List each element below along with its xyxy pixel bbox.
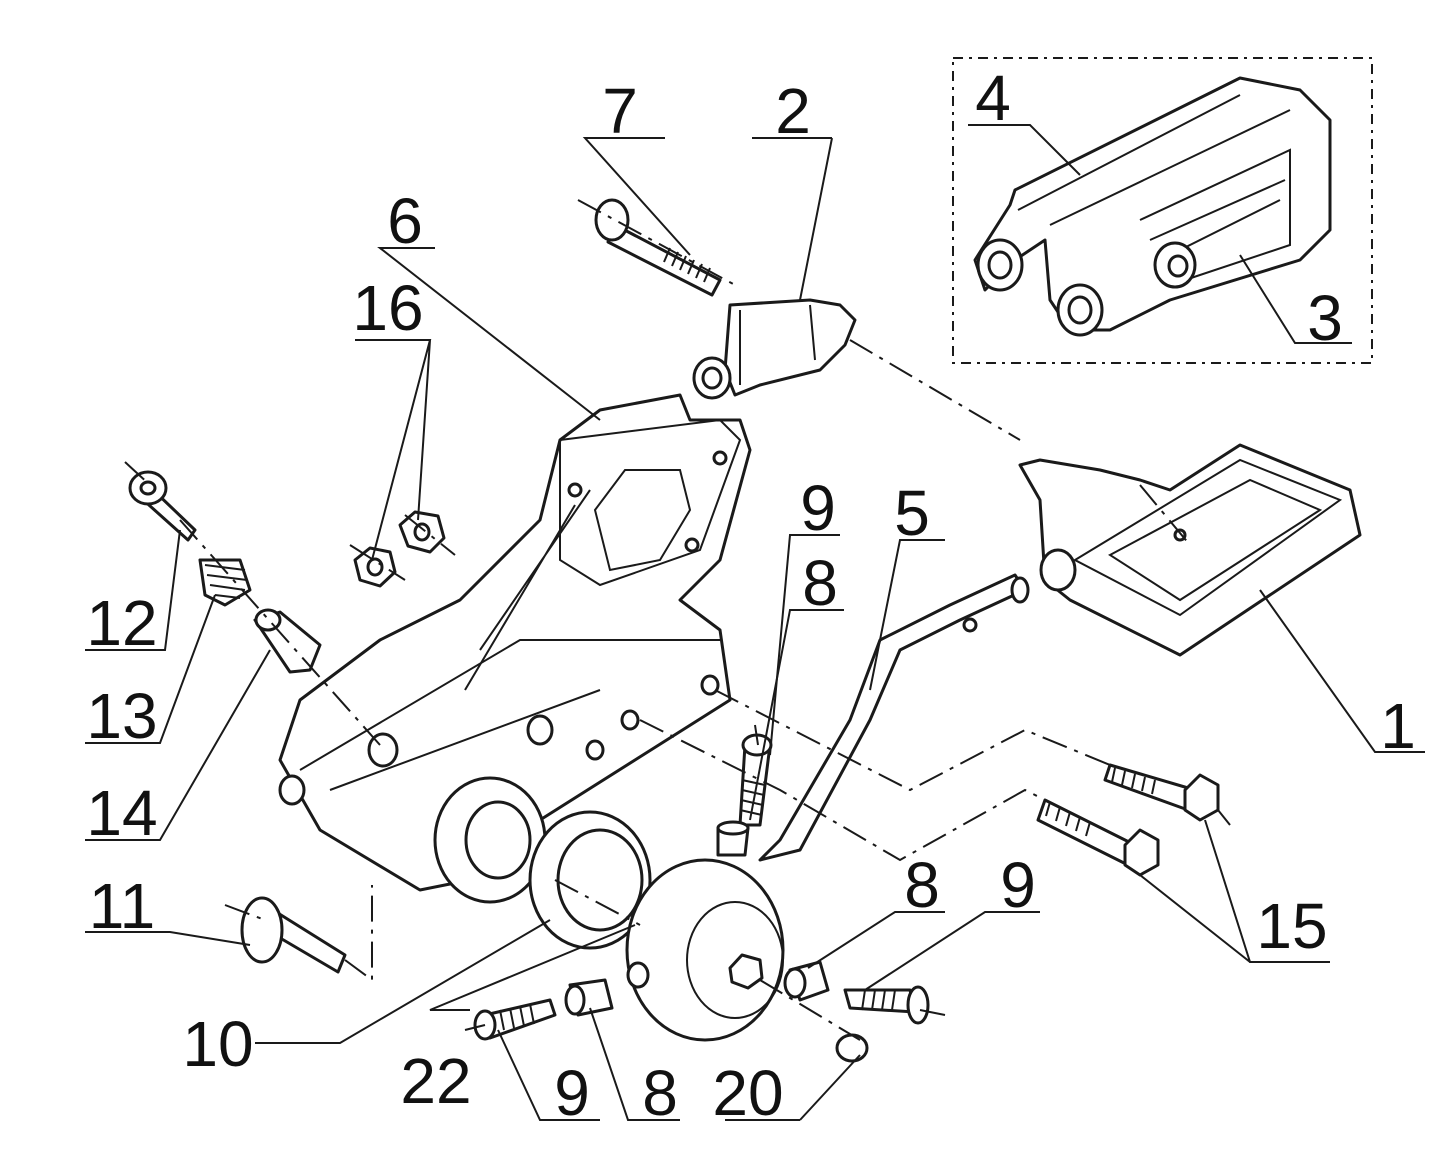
- lever-part-5: [625, 573, 1030, 1042]
- callout-13: 13: [86, 680, 157, 752]
- callout-11: 11: [89, 870, 155, 942]
- callout-16: 16: [352, 272, 423, 344]
- bracket-part-3-4: [973, 76, 1332, 337]
- callout-8-bottom: 8: [642, 1057, 678, 1129]
- centerlines: [124, 199, 1231, 1041]
- leader-lines: [85, 124, 1425, 1121]
- housing-part-6: [278, 393, 752, 904]
- callout-12: 12: [86, 587, 157, 659]
- callout-4: 4: [975, 62, 1011, 134]
- pin-part-11: [240, 896, 347, 974]
- inset-box: [952, 57, 1373, 364]
- bolt-part-7: [594, 198, 722, 297]
- callout-2: 2: [775, 75, 811, 147]
- nuts-part-16: [353, 510, 446, 588]
- callout-1: 1: [1380, 690, 1416, 762]
- callout-9-bottom: 9: [554, 1057, 590, 1129]
- callout-9-upper: 9: [800, 472, 836, 544]
- callout-14: 14: [86, 777, 157, 849]
- callout-8-right: 8: [904, 849, 940, 921]
- frame-part-1: [1018, 443, 1362, 657]
- bolts-part-15: [1036, 763, 1220, 877]
- callout-22: 22: [400, 1045, 471, 1117]
- callout-7: 7: [602, 75, 638, 147]
- callout-9-right: 9: [1000, 849, 1036, 921]
- callout-10: 10: [182, 1008, 253, 1080]
- callout-labels: 1 2 3 4 5 6 7 8 8 8 9 9 9 10 11 12 13 14…: [86, 62, 1415, 1129]
- callout-3: 3: [1307, 282, 1343, 354]
- callout-20: 20: [712, 1057, 783, 1129]
- bracket-part-2: [692, 298, 857, 400]
- callout-8-upper: 8: [802, 547, 838, 619]
- callout-15: 15: [1256, 890, 1327, 962]
- callout-6: 6: [387, 185, 423, 257]
- callout-5: 5: [894, 477, 930, 549]
- ring-part-10: [528, 810, 652, 950]
